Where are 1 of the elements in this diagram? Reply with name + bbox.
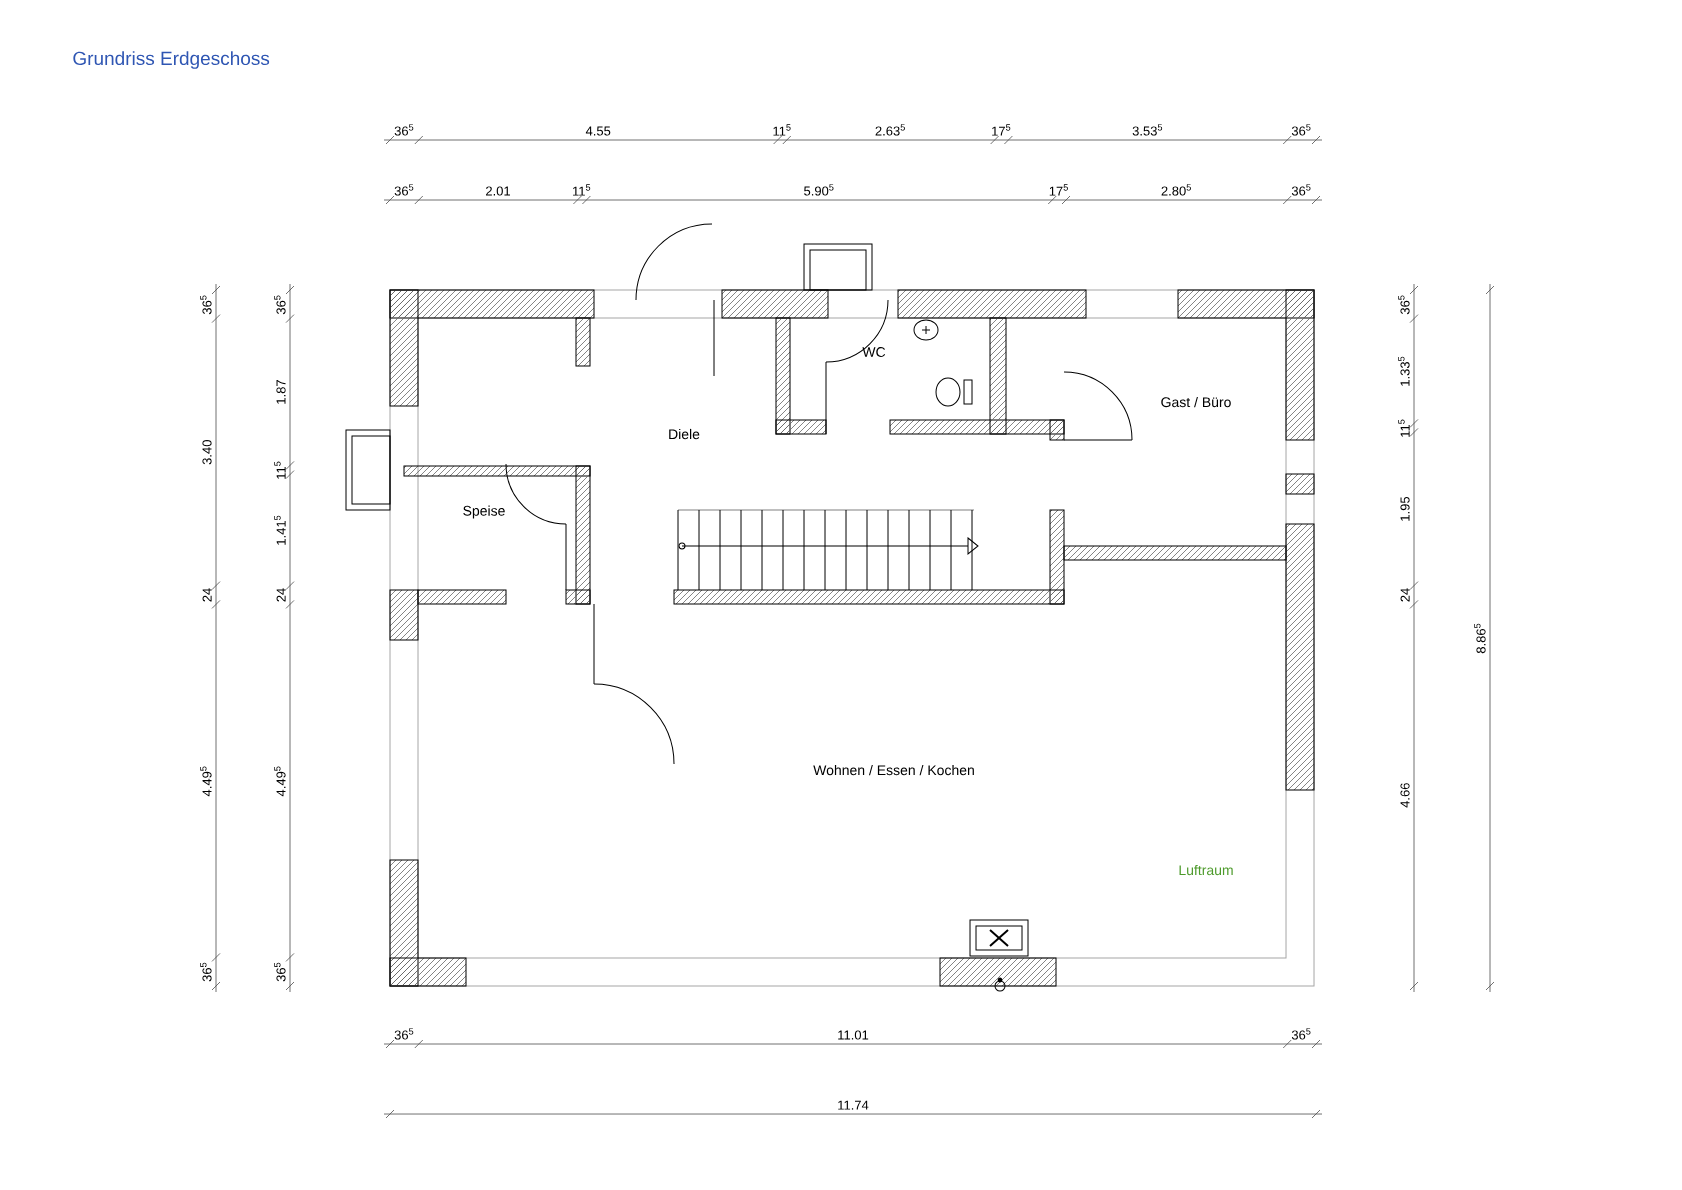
title: Grundriss Erdgeschoss	[73, 51, 270, 69]
